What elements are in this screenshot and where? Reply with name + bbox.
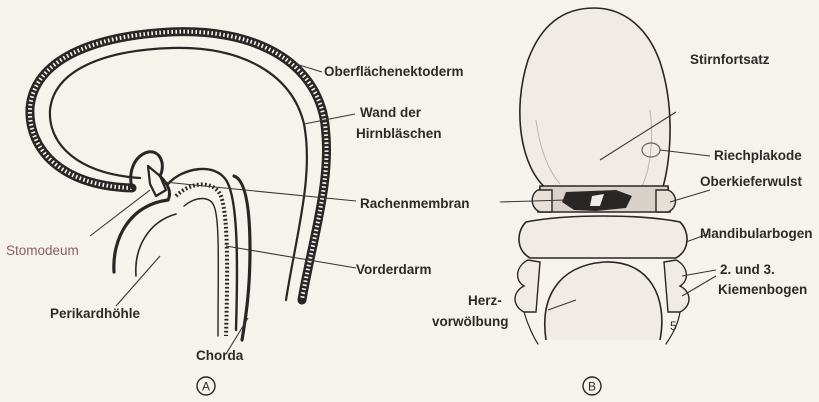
- label-riechplakode: Riechplakode: [714, 148, 802, 163]
- leader-stomodeum: [90, 190, 150, 236]
- leader-kiemenbogen-1: [682, 270, 716, 276]
- leader-kiemenbogen-2: [682, 276, 716, 296]
- label-vorderdarm: Vorderdarm: [356, 262, 432, 277]
- label-kiemenbogen-line1: 2. und 3.: [720, 262, 775, 277]
- figure-b: 5 Stirnfortsatz Riechplakode Oberkieferw…: [432, 8, 813, 395]
- panel-letter-a: A: [202, 380, 210, 394]
- figure-a: Oberflächenektoderm Wand der Hirnbläsche…: [6, 32, 470, 395]
- leader-wand: [304, 114, 355, 124]
- panel-letter-b: B: [588, 380, 596, 394]
- label-mandibularbogen: Mandibularbogen: [700, 226, 813, 241]
- brain-vesicle-wall: [50, 48, 307, 300]
- kiemenbogen-right: [664, 260, 689, 312]
- foregut-wall-outer: [168, 169, 237, 330]
- label-kiemenbogen-line2: Kiemenbogen: [718, 282, 807, 297]
- stage-mark: 5: [670, 319, 677, 333]
- label-stomodeum: Stomodeum: [6, 243, 79, 258]
- stirnfortsatz-shape: [520, 8, 670, 190]
- label-perikardhoehle: Perikardhöhle: [50, 306, 141, 321]
- leader-vorderdarm: [226, 246, 356, 268]
- label-oberflaechenektoderm: Oberflächenektoderm: [324, 64, 464, 79]
- body-line-left: [524, 312, 538, 344]
- pericardial-arc-inner: [136, 214, 176, 276]
- label-wand-line1: Wand der: [360, 105, 422, 120]
- foregut-wall-inner: [184, 199, 218, 337]
- leader-perikard: [116, 256, 160, 306]
- kiemenbogen-left: [515, 260, 540, 312]
- label-oberkieferwulst: Oberkieferwulst: [700, 174, 803, 189]
- leader-oberkieferwulst: [670, 190, 710, 202]
- mandibularbogen-shape: [519, 216, 687, 258]
- label-chorda: Chorda: [196, 348, 244, 363]
- label-herz-line2: vorwölbung: [432, 314, 509, 329]
- label-herz-line1: Herz-: [468, 293, 502, 308]
- herzvorwoelbung-shape: [545, 262, 662, 340]
- label-rachenmembran: Rachenmembran: [360, 196, 470, 211]
- label-stirnfortsatz: Stirnfortsatz: [690, 52, 770, 67]
- label-wand-line2: Hirnbläschen: [356, 126, 442, 141]
- foregut-band: [176, 184, 227, 336]
